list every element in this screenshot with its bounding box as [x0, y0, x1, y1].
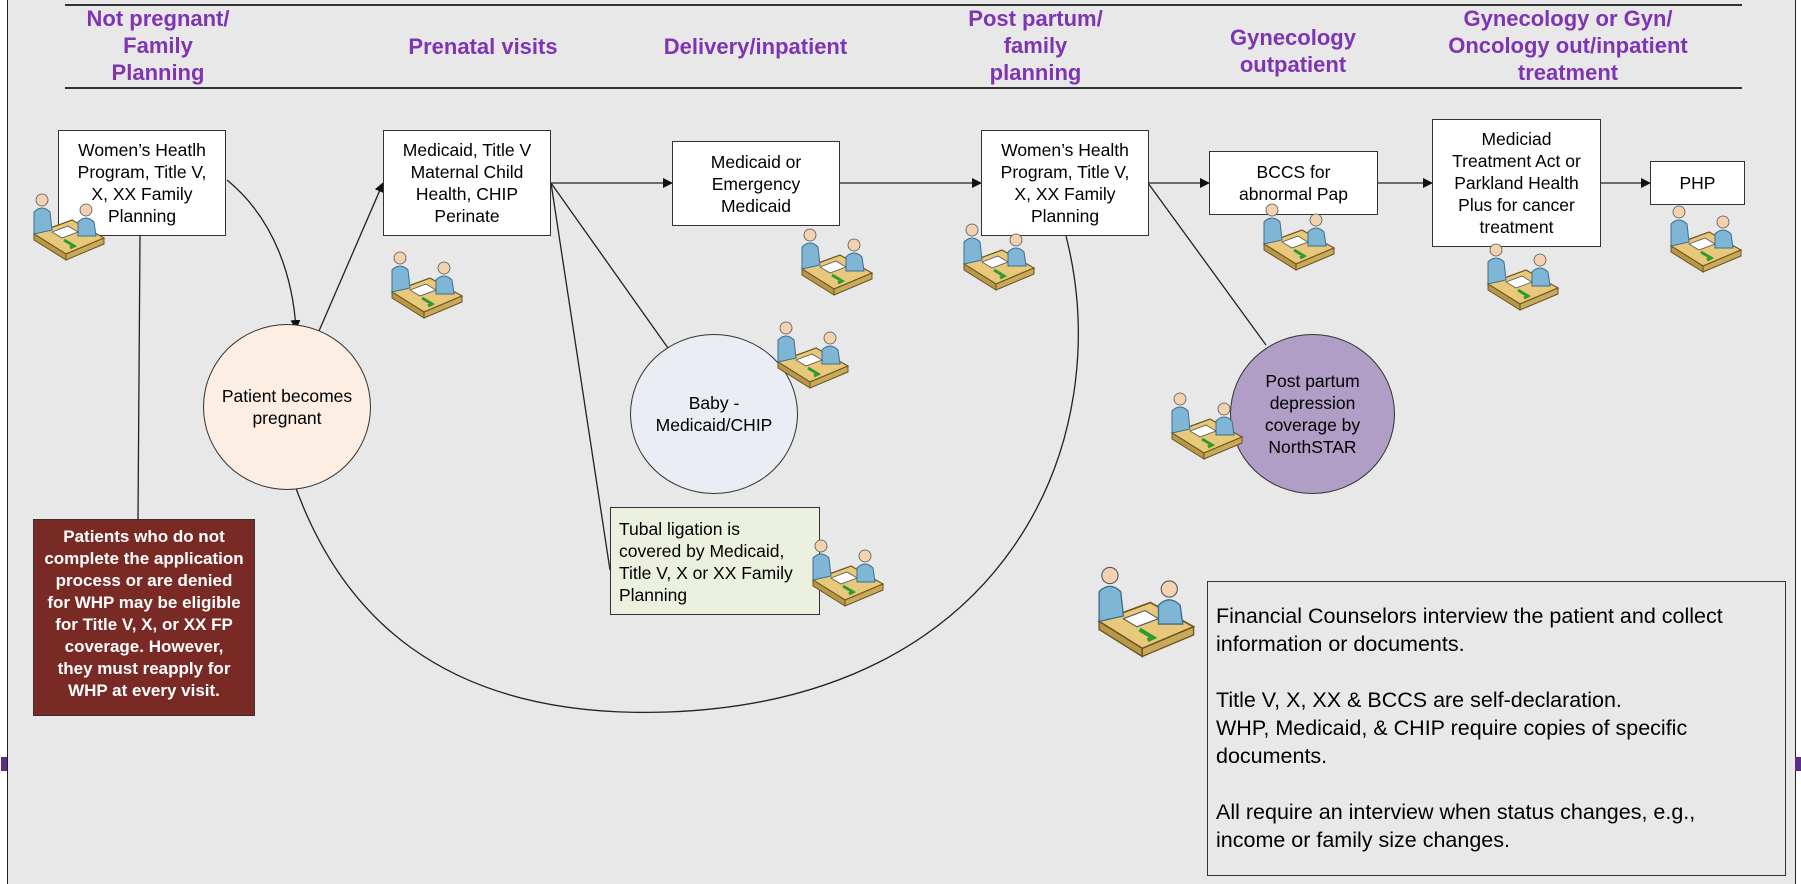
box-bccs: BCCS for abnormal Pap [1209, 151, 1378, 215]
box-medicaid-emergency: Medicaid or Emergency Medicaid [672, 141, 840, 226]
note-tubal-ligation: Tubal ligation is covered by Medicaid, T… [610, 507, 820, 615]
financial-counselor-icon [1166, 389, 1246, 461]
financial-counselor-icon [386, 248, 466, 320]
financial-counselor-icon [1665, 202, 1745, 274]
financial-counselor-icon [807, 536, 887, 608]
line-whp-to-note [137, 235, 141, 520]
line-postpartum-to-depression [1147, 182, 1267, 346]
header-bottom-rule [65, 87, 1742, 89]
phase-gyn-outpatient: Gynecology outpatient [1230, 25, 1356, 77]
box-whp-post-partum: Women’s Health Program, Title V, X, XX F… [981, 130, 1149, 236]
phase-delivery: Delivery/inpatient [663, 34, 848, 59]
box-treatment-act: Mediciad Treatment Act or Parkland Healt… [1432, 119, 1601, 247]
financial-counselor-icon [28, 190, 108, 262]
edge-marker-left [1, 757, 7, 771]
phase-post-partum: Post partum/ family planning [968, 6, 1103, 85]
arrow-postpartum-to-pregnant [291, 235, 1079, 714]
line-prenatal-to-baby [550, 182, 669, 349]
box-php: PHP [1650, 161, 1745, 205]
financial-counselor-icon [1258, 200, 1338, 272]
arrow-pregnant-to-prenatal [318, 182, 385, 332]
circle-post-partum-depression: Post partum depression coverage by North… [1230, 334, 1395, 494]
financial-counselor-icon [772, 318, 852, 390]
legend-line-interview: Financial Counselors interview the patie… [1216, 604, 1723, 656]
circle-baby-medicaid: Baby - Medicaid/CHIP [630, 334, 798, 494]
financial-counselor-icon [1091, 562, 1199, 659]
legend-line-status-change: All require an interview when status cha… [1216, 800, 1696, 852]
box-medicaid-prenatal: Medicaid, Title V Maternal Child Health,… [383, 130, 551, 236]
financial-counselor-icon [1482, 240, 1562, 312]
line-prenatal-to-tubal [550, 182, 611, 571]
edge-marker-right [1795, 757, 1801, 771]
phase-prenatal: Prenatal visits [408, 34, 558, 59]
circle-patient-pregnant: Patient becomes pregnant [203, 324, 371, 490]
phase-gyn-oncology: Gynecology or Gyn/ Oncology out/inpatien… [1448, 6, 1688, 85]
phase-not-pregnant: Not pregnant/ Family Planning [86, 6, 230, 85]
header-top-rule [65, 4, 1742, 6]
financial-counselor-icon [796, 225, 876, 297]
financial-counselor-icon [958, 220, 1038, 292]
connector-layer [137, 178, 1651, 714]
note-application-denied: Patients who do not complete the applica… [33, 519, 255, 716]
legend-line-self-declaration: Title V, X, XX & BCCS are self-declarati… [1216, 688, 1688, 768]
legend-financial-counselors: Financial Counselors interview the patie… [1207, 581, 1786, 876]
arrow-whp-to-pregnant [226, 179, 301, 330]
